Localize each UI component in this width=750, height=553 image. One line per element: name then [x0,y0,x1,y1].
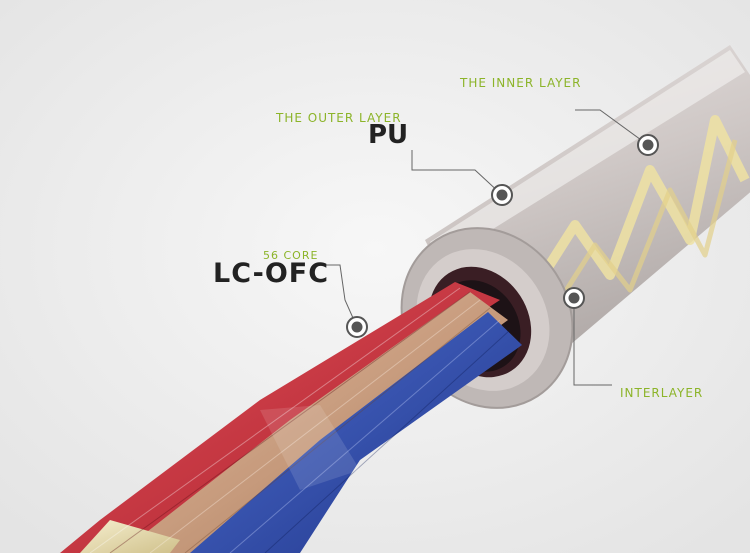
label-interlayer: INTERLAYER [620,386,704,400]
label-inner-layer: THE INNER LAYER [460,76,582,90]
callout-markers [346,134,659,338]
conductor-blue-bundle [190,312,522,553]
translucent-sheath-band [260,405,360,490]
conductor-bundles [60,282,522,553]
label-outer-layer: THE OUTER LAYER [276,111,402,125]
jacket-highlight [430,50,745,262]
callout-lines [323,109,649,386]
inner-layer-spiral [535,115,750,283]
conductor-cream-bundle [80,520,180,553]
leader-outer-layer [411,150,503,196]
label-outer-material: PU [368,120,409,150]
label-core-count: 56 CORE [263,249,319,262]
leader-interlayer [573,298,612,386]
leader-inner-layer [575,109,649,146]
conductor-copper-bundle [120,292,508,553]
label-core-material: LC-OFC [213,258,330,289]
inner-layer-spiral-2 [557,139,738,302]
leader-core [323,264,358,328]
strand-lines [89,287,511,553]
